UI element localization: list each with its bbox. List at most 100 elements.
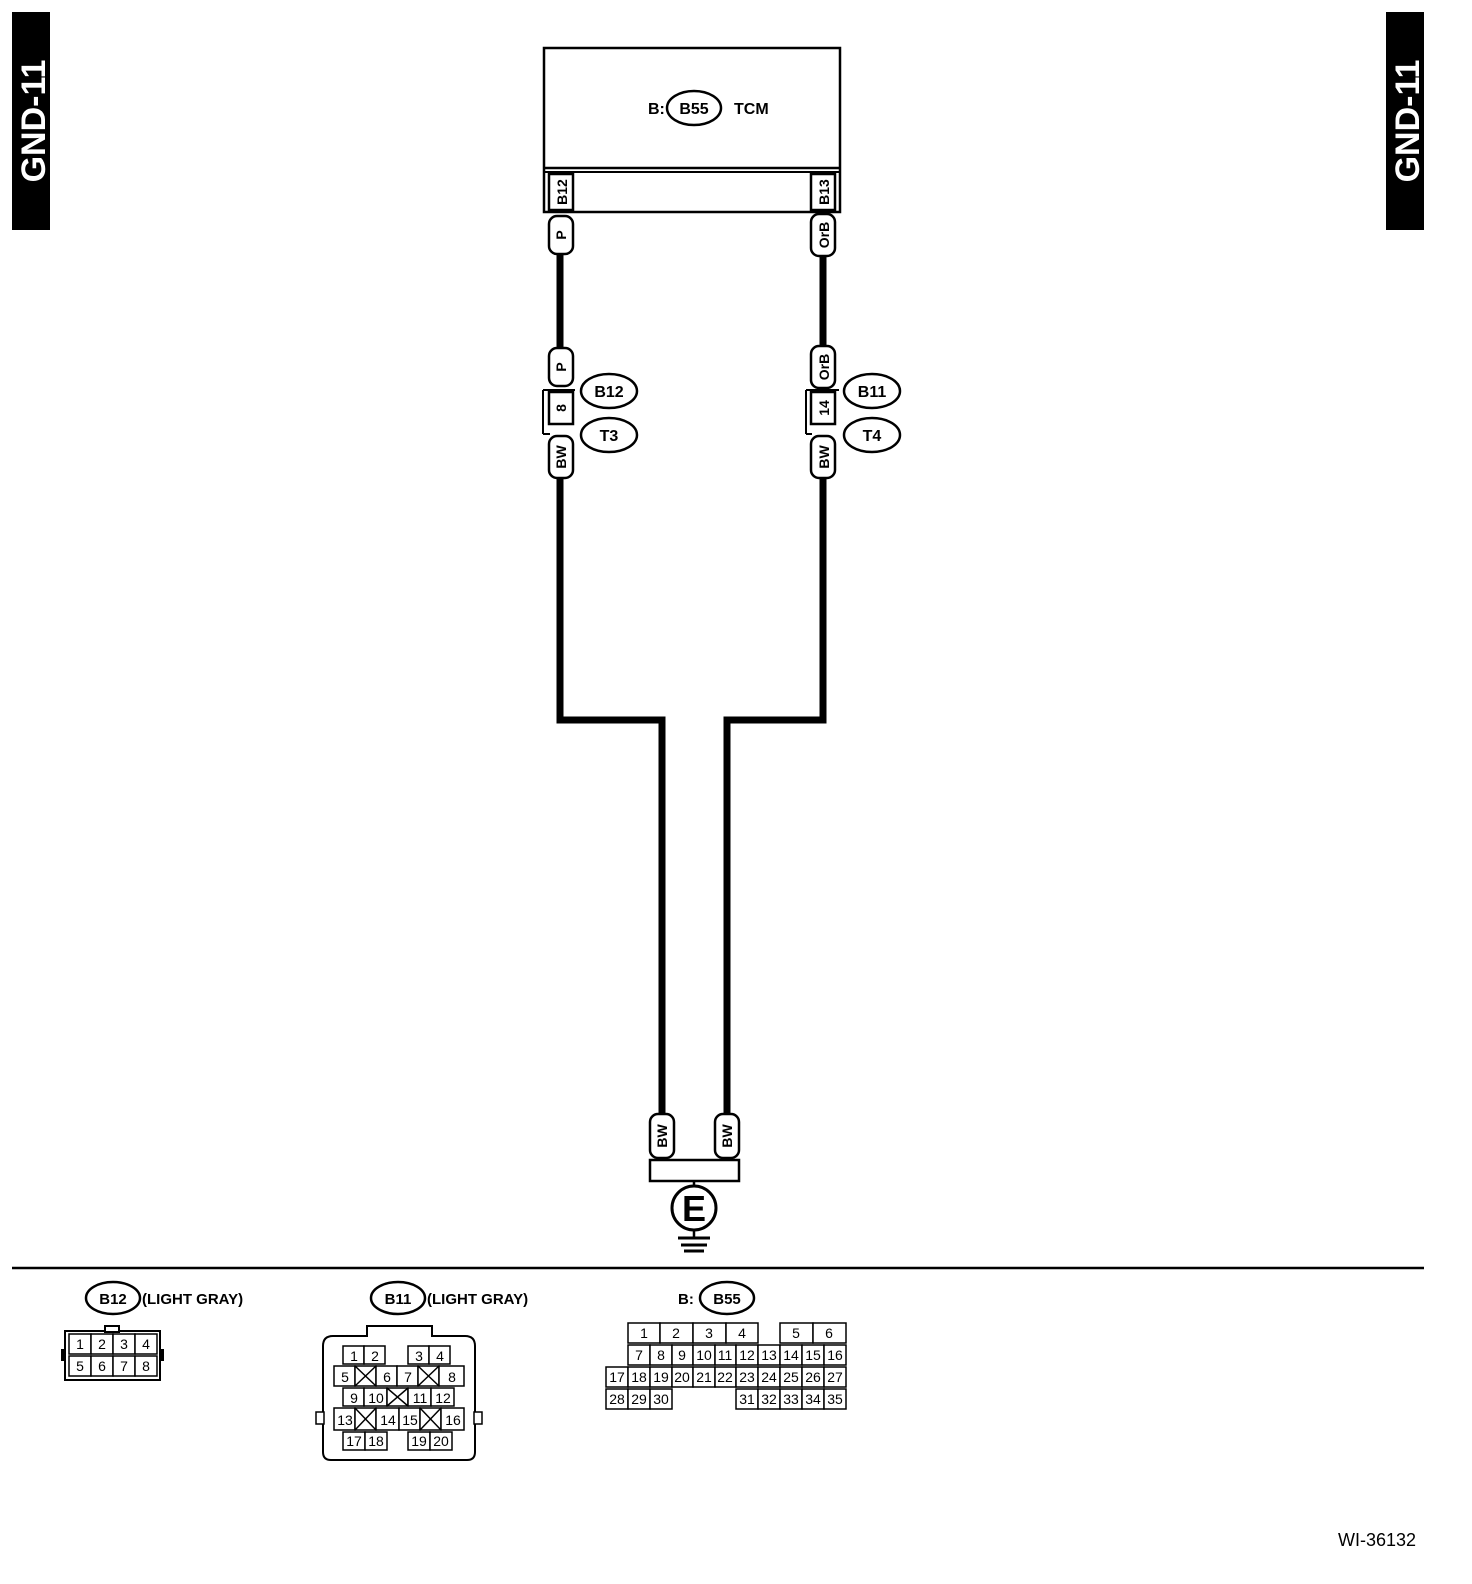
svg-text:17: 17 — [609, 1369, 625, 1385]
svg-text:OrB: OrB — [816, 222, 832, 248]
tcm-prefix: B: — [648, 101, 665, 118]
svg-text:11: 11 — [413, 1390, 428, 1406]
svg-text:12: 12 — [435, 1390, 451, 1406]
b55-pin-grid — [605, 1322, 847, 1410]
joint-right-lower-label: T4 — [863, 428, 882, 445]
svg-text:21: 21 — [696, 1369, 712, 1385]
svg-text:13: 13 — [337, 1412, 353, 1428]
svg-text:BW: BW — [553, 445, 569, 469]
svg-text:BW: BW — [654, 1124, 670, 1148]
tcm-pin-b13: B13 — [816, 179, 832, 205]
joint-right-upper-label: B11 — [858, 384, 887, 401]
svg-text:20: 20 — [433, 1433, 449, 1449]
svg-text:22: 22 — [717, 1369, 733, 1385]
svg-text:7: 7 — [120, 1358, 128, 1374]
tcm-module: B: B55 TCM B12 B13 — [542, 46, 842, 214]
svg-text:8: 8 — [553, 404, 569, 412]
svg-text:26: 26 — [805, 1369, 821, 1385]
svg-text:12: 12 — [739, 1347, 755, 1363]
svg-text:18: 18 — [368, 1433, 384, 1449]
svg-text:5: 5 — [341, 1369, 349, 1385]
svg-text:9: 9 — [350, 1390, 358, 1406]
tcm-name: TCM — [734, 101, 769, 118]
svg-text:7: 7 — [635, 1347, 643, 1363]
svg-text:16: 16 — [445, 1412, 461, 1428]
svg-text:1: 1 — [640, 1325, 648, 1341]
wire-color-tag-right-top: OrB — [809, 212, 837, 258]
wire-color-tag-left-top: P — [547, 214, 575, 256]
svg-text:18: 18 — [631, 1369, 647, 1385]
svg-text:19: 19 — [411, 1433, 427, 1449]
joint-connector-left: P 8 BW B12 T3 — [542, 346, 639, 480]
svg-text:31: 31 — [739, 1391, 755, 1407]
svg-text:3: 3 — [705, 1325, 713, 1341]
svg-text:6: 6 — [825, 1325, 833, 1341]
tcm-connector-oval — [665, 89, 723, 127]
svg-text:2: 2 — [98, 1336, 106, 1352]
svg-text:1: 1 — [76, 1336, 84, 1352]
svg-text:10: 10 — [696, 1347, 712, 1363]
svg-text:P: P — [553, 362, 569, 371]
ground-point: BW BW E — [648, 1112, 741, 1253]
right-tab-label: GND-11 — [1389, 60, 1427, 183]
svg-text:30: 30 — [653, 1391, 669, 1407]
svg-text:8: 8 — [657, 1347, 665, 1363]
tcm-connector-label: B55 — [679, 101, 708, 118]
svg-text:2: 2 — [371, 1348, 379, 1364]
svg-text:P: P — [553, 230, 569, 239]
svg-text:2: 2 — [672, 1325, 680, 1341]
svg-text:3: 3 — [120, 1336, 128, 1352]
svg-text:25: 25 — [783, 1369, 799, 1385]
ground-label: E — [682, 1188, 706, 1229]
svg-text:35: 35 — [827, 1391, 843, 1407]
right-tab: GND-11 — [1386, 12, 1427, 230]
svg-text:15: 15 — [402, 1412, 418, 1428]
svg-text:OrB: OrB — [816, 354, 832, 380]
svg-text:20: 20 — [674, 1369, 690, 1385]
svg-text:5: 5 — [792, 1325, 800, 1341]
b11-color: (LIGHT GRAY) — [427, 1291, 528, 1308]
diagram-code: WI-36132 — [1338, 1530, 1416, 1550]
left-tab: GND-11 — [12, 12, 53, 230]
wire-harness — [556, 254, 827, 1116]
svg-text:10: 10 — [368, 1390, 384, 1406]
svg-text:14: 14 — [816, 400, 832, 416]
svg-text:28: 28 — [609, 1391, 625, 1407]
joint-left-lower-label: T3 — [600, 428, 619, 445]
svg-text:24: 24 — [761, 1369, 777, 1385]
joint-connector-right: OrB 14 BW B11 T4 — [805, 344, 902, 480]
svg-text:4: 4 — [738, 1325, 746, 1341]
svg-text:23: 23 — [739, 1369, 755, 1385]
b12-color: (LIGHT GRAY) — [142, 1291, 243, 1308]
svg-text:17: 17 — [346, 1433, 362, 1449]
connector-b11-legend: B11 (LIGHT GRAY) 1 2 3 — [315, 1280, 528, 1461]
svg-text:27: 27 — [827, 1369, 843, 1385]
svg-text:8: 8 — [448, 1369, 456, 1385]
svg-text:33: 33 — [783, 1391, 799, 1407]
svg-text:BW: BW — [816, 445, 832, 469]
svg-text:BW: BW — [719, 1124, 735, 1148]
svg-text:9: 9 — [678, 1347, 686, 1363]
svg-text:5: 5 — [76, 1358, 84, 1374]
svg-text:16: 16 — [827, 1347, 843, 1363]
svg-text:19: 19 — [653, 1369, 669, 1385]
svg-text:6: 6 — [98, 1358, 106, 1374]
svg-text:13: 13 — [761, 1347, 777, 1363]
svg-text:7: 7 — [404, 1369, 412, 1385]
left-tab-label: GND-11 — [15, 60, 53, 183]
b11-id: B11 — [385, 1291, 412, 1308]
svg-text:32: 32 — [761, 1391, 777, 1407]
svg-text:29: 29 — [631, 1391, 647, 1407]
svg-text:4: 4 — [436, 1348, 444, 1364]
svg-text:14: 14 — [380, 1412, 396, 1428]
svg-text:6: 6 — [383, 1369, 391, 1385]
b55-id: B55 — [713, 1291, 741, 1308]
svg-text:8: 8 — [142, 1358, 150, 1374]
svg-text:15: 15 — [805, 1347, 821, 1363]
b55-prefix: B: — [678, 1291, 694, 1308]
svg-text:14: 14 — [783, 1347, 799, 1363]
svg-text:3: 3 — [415, 1348, 423, 1364]
svg-text:11: 11 — [718, 1347, 733, 1363]
connector-b12-legend: B12 (LIGHT GRAY) 1 2 3 4 5 6 7 8 — [61, 1280, 243, 1381]
